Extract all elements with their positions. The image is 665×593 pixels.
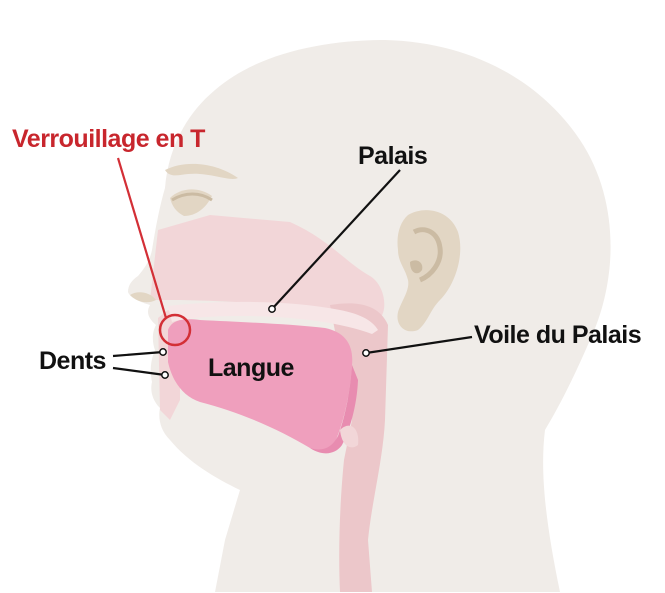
- soft-palate-point: [363, 350, 369, 356]
- upper-teeth-point: [160, 349, 166, 355]
- soft-palate-label: Voile du Palais: [474, 321, 641, 349]
- lower-teeth-point: [162, 372, 168, 378]
- teeth-label: Dents: [39, 347, 106, 375]
- palate-label: Palais: [358, 142, 427, 170]
- t-lock-label: Verrouillage en T: [12, 125, 205, 153]
- palate-point: [269, 306, 275, 312]
- tongue-label: Langue: [208, 354, 294, 382]
